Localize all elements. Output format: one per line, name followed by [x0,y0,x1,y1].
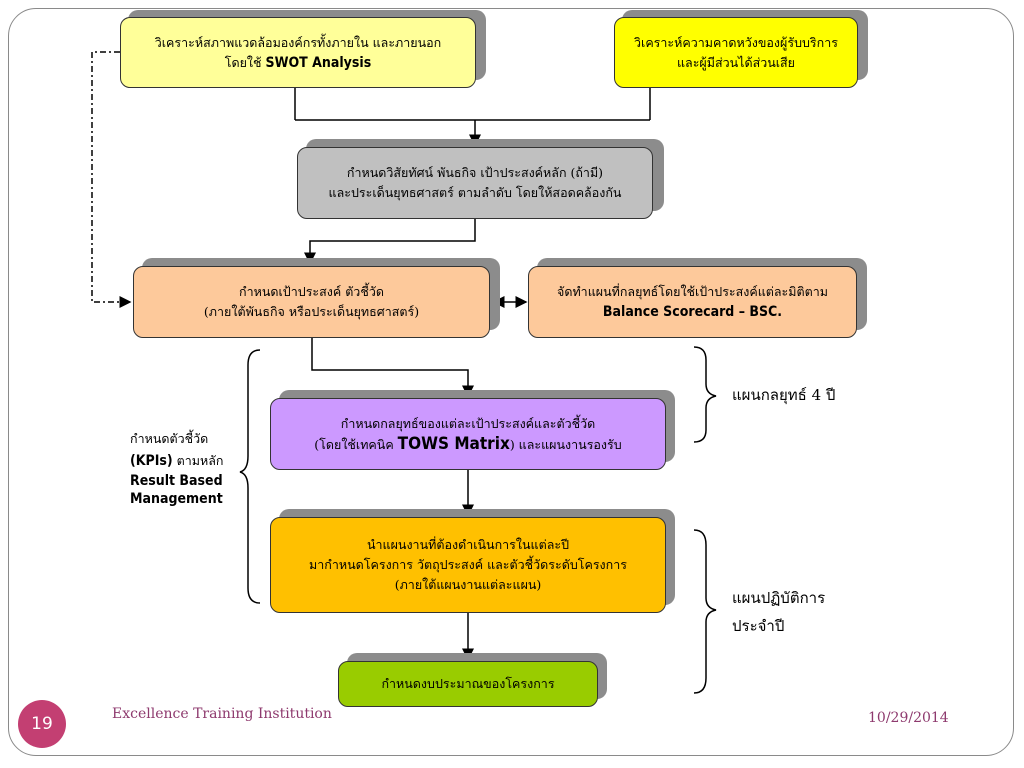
bsc-line1: จัดทำแผนที่กลยุทธ์โดยใช้เป้าประสงค์แต่ละ… [557,284,828,299]
strategic-plan-label: แผนกลยุทธ์ 4 ปี [732,386,836,404]
connector-goals-to-tows [311,338,474,398]
goals-indicators-box: กำหนดเป้าประสงค์ ตัวชี้วัด (ภายใต้พันธกิ… [133,266,490,338]
annual-plan-label: แผนปฏิบัติการ ประจำปี [732,584,825,640]
tows-line2: (โดยใช้เทคนิค TOWS Matrix) และแผนงานรองร… [314,434,621,455]
kpi-line3: Result Based [130,473,223,489]
brace-annual [693,529,717,694]
budget-box: กำหนดงบประมาณของโครงการ [338,661,598,707]
annual-plan-line1: แผนปฏิบัติการ [732,589,826,607]
brace-plan4 [693,346,717,443]
slide-number-badge: 19 [18,700,66,748]
kpi-side-note: กำหนดตัวชี้วัด (KPIs) ตามหลัก Result Bas… [130,428,224,508]
slide-frame [8,8,1014,756]
dashed-feedback-line [91,51,132,308]
projects-line1: นำแผนงานที่ต้องดำเนินการในแต่ละปี [366,537,570,552]
swot-line2: โดยใช้ SWOT Analysis [225,53,371,73]
swot-line2-prefix: โดยใช้ [224,54,266,70]
budget-line1: กำหนดงบประมาณของโครงการ [381,676,555,691]
annual-projects-box: นำแผนงานที่ต้องดำเนินการในแต่ละปี มากำหน… [270,517,666,613]
stakeholder-line1: วิเคราะห์ความคาดหวังของผู้รับบริการ [634,34,838,50]
projects-line2: มากำหนดโครงการ วัตถุประสงค์ และตัวชี้วัด… [309,557,627,572]
kpi-term: (KPIs) [130,453,173,469]
balance-scorecard-term: Balance Scorecard – BSC. [602,304,783,320]
kpi-line2: (KPIs) ตามหลัก [130,450,224,472]
tows-matrix-term: TOWS Matrix [397,433,510,454]
swot-line1: วิเคราะห์สภาพแวดล้อมองค์กรทั้งภายใน และภ… [154,34,442,50]
institution-name: Excellence Training Institution [112,706,332,722]
goals-line1: กำหนดเป้าประสงค์ ตัวชี้วัด [239,284,384,299]
swot-analysis-term: SWOT Analysis [265,54,372,71]
kpi-line4: Management [130,491,223,507]
stakeholder-line2: และผู้มีส่วนได้ส่วนเสีย [676,54,795,70]
slide-date: 10/29/2014 [868,710,949,726]
vision-mission-box: กำหนดวิสัยทัศน์ พันธกิจ เป้าประสงค์หลัก … [297,147,653,219]
stakeholder-expectations-box: วิเคราะห์ความคาดหวังของผู้รับบริการ และผ… [614,17,858,88]
swot-analysis-box: วิเคราะห์สภาพแวดล้อมองค์กรทั้งภายใน และภ… [120,17,476,88]
tows-line1: กำหนดกลยุทธ์ของแต่ละเป้าประสงค์และตัวชี้… [340,415,596,431]
annual-plan-line2: ประจำปี [732,617,785,635]
kpi-line2-suffix: ตามหลัก [172,453,224,468]
left-brace [239,349,261,604]
tows-line2-suffix: ) และแผนงานรองรับ [509,436,622,452]
vision-line1: กำหนดวิสัยทัศน์ พันธกิจ เป้าประสงค์หลัก … [346,165,604,180]
projects-line3: (ภายใต้แผนงานแต่ละแผน) [394,577,542,592]
connector-vision-to-goals [304,219,476,265]
tows-strategy-box: กำหนดกลยุทธ์ของแต่ละเป้าประสงค์และตัวชี้… [270,398,666,470]
tows-line2-prefix: (โดยใช้เทคนิค [314,436,398,452]
balance-scorecard-box: จัดทำแผนที่กลยุทธ์โดยใช้เป้าประสงค์แต่ละ… [528,266,857,338]
vision-line2: และประเด็นยุทธศาสตร์ ตามลำดับ โดยให้สอดค… [328,185,622,200]
kpi-line1: กำหนดตัวชี้วัด [130,431,209,446]
goals-line2: (ภายใต้พันธกิจ หรือประเด็นยุทธศาสตร์) [203,304,420,319]
bsc-line2: Balance Scorecard – BSC. [603,302,782,322]
